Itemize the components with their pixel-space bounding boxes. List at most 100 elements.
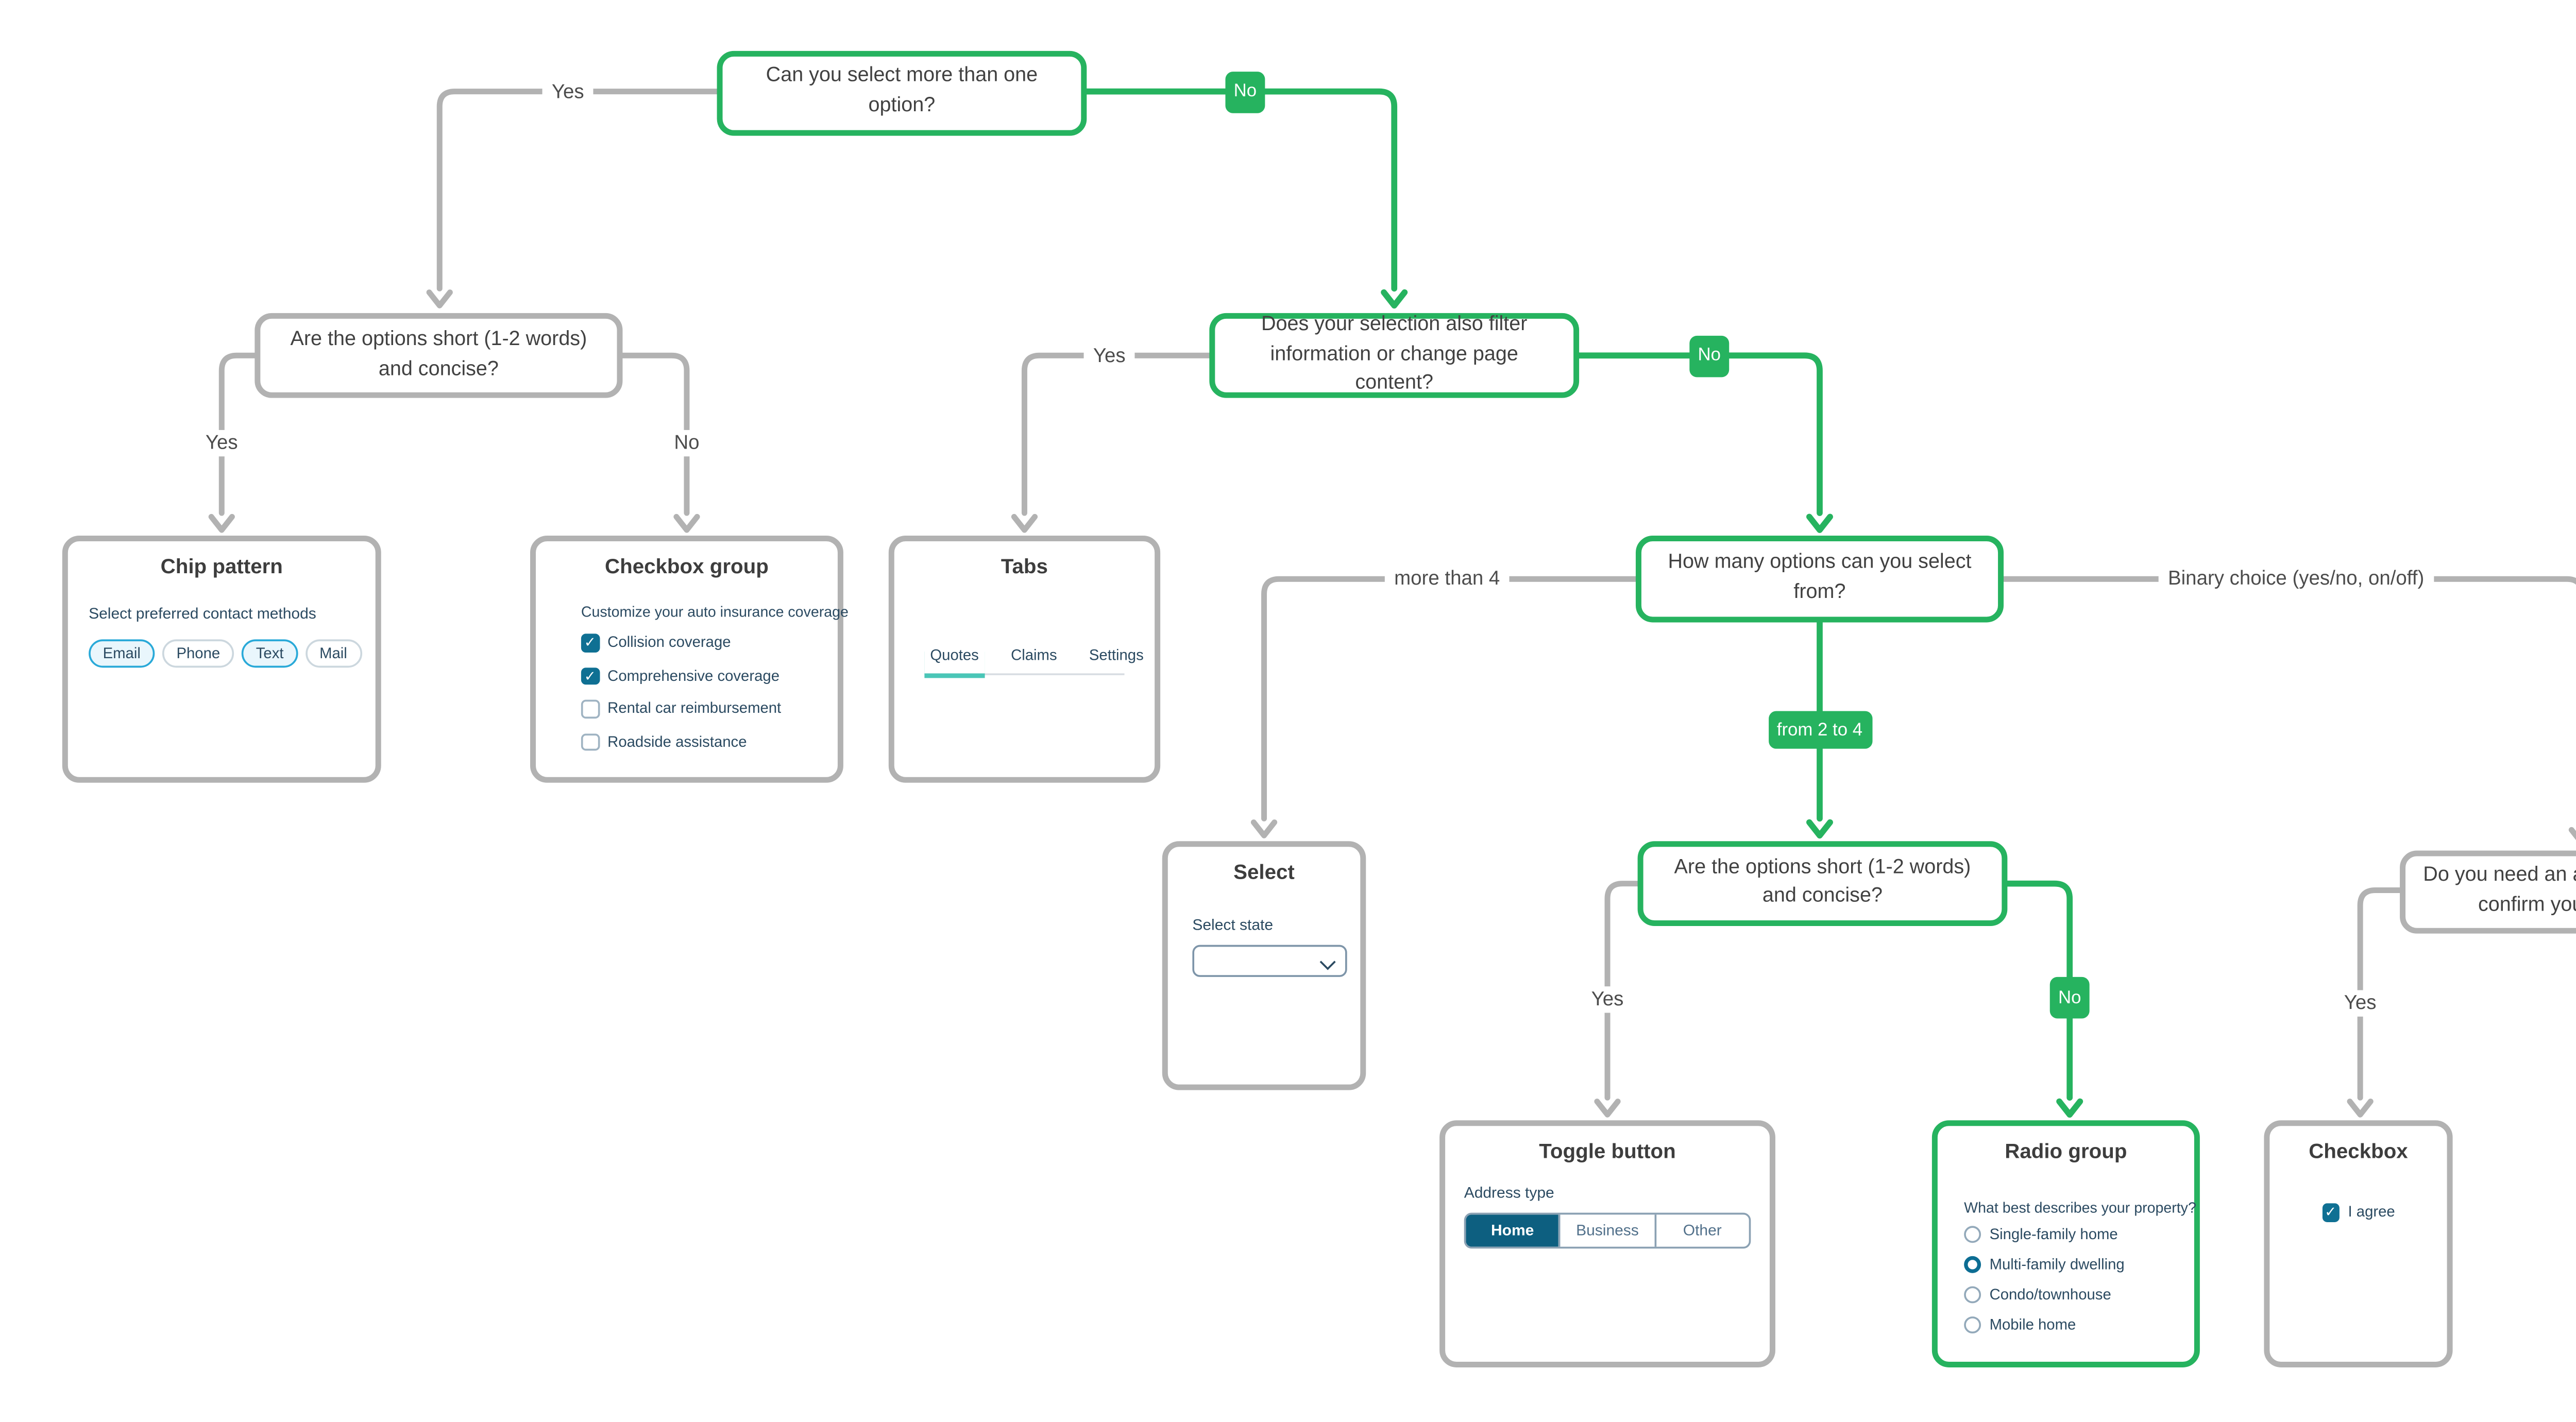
question-text: Are the options short (1-2 words) and co… (1674, 855, 1971, 908)
connector-q2-yes (218, 352, 258, 516)
arrow-q5 (1806, 819, 1833, 839)
tab-bar: Quotes Claims Settings (924, 647, 1144, 675)
question-text: Does your selection also filter informat… (1261, 313, 1528, 395)
checkbox-unchecked-icon (581, 699, 599, 718)
connector-q5-yes (1604, 881, 1641, 1101)
question-options-short-center: Are the options short (1-2 words) and co… (1637, 841, 2008, 926)
radio-option-label: Multi-family dwelling (1989, 1256, 2125, 1273)
connector-q1-yes (436, 89, 720, 292)
question-how-many-options: How many options can you select from? (1635, 536, 2004, 622)
connector-q3-no (1576, 352, 1823, 516)
card-title: Checkbox group (605, 556, 769, 579)
question-text: Are the options short (1-2 words) and co… (290, 328, 587, 380)
tab-quotes[interactable]: Quotes (924, 647, 984, 673)
radio-unselected-icon (1964, 1316, 1981, 1334)
radio-option[interactable]: Multi-family dwelling (1964, 1256, 2194, 1273)
radio-option-label: Condo/townhouse (1989, 1286, 2111, 1304)
connector-q6-yes (2357, 887, 2403, 1101)
checkbox-option[interactable]: ✓ Collision coverage (581, 633, 838, 652)
radio-option[interactable]: Mobile home (1964, 1316, 2194, 1334)
arrow-tabs (1011, 513, 1038, 533)
chip-phone[interactable]: Phone (162, 639, 234, 668)
connector-q4-binary (2001, 576, 2576, 585)
radio-selected-icon (1964, 1256, 1981, 1273)
question-text: How many options can you select from? (1668, 551, 1972, 603)
edge-label-yes: Yes (542, 78, 594, 105)
checkbox-option-label: Roadside assistance (607, 733, 747, 750)
edge-label-more-than-4: more than 4 (1384, 566, 1510, 592)
tab-claims[interactable]: Claims (1011, 647, 1057, 664)
checkbox-option-label: Rental car reimbursement (607, 700, 782, 717)
chip-mail[interactable]: Mail (305, 639, 362, 668)
edge-label-yes: Yes (1083, 342, 1135, 369)
card-checkbox-group: Checkbox group Customize your auto insur… (530, 536, 849, 783)
chip-group-label: Select preferred contact methods (89, 605, 316, 623)
question-confirm-action: Do you need an additional action to conf… (2400, 849, 2576, 933)
edge-label-binary-choice: Binary choice (yes/no, on/off) (2158, 566, 2434, 592)
chip-email[interactable]: Email (89, 639, 155, 668)
card-radio-group: Radio group What best describes your pro… (1931, 1120, 2200, 1367)
checkbox-group-label: Customize your auto insurance coverage (581, 603, 849, 621)
edge-label-yes: Yes (1582, 986, 1633, 1013)
checkbox-option-label: I agree (2348, 1204, 2395, 1221)
question-text: Do you need an additional action to conf… (2423, 863, 2576, 916)
edge-label-yes: Yes (2334, 989, 2386, 1016)
card-toggle-button: Toggle button Address type Home Business… (1439, 1120, 1775, 1367)
radio-option-label: Single-family home (1989, 1226, 2118, 1243)
tab-settings[interactable]: Settings (1089, 647, 1144, 664)
arrow-toggle (1594, 1099, 1621, 1118)
arrow-q6 (2568, 827, 2576, 841)
edge-badge-no: No (1689, 335, 1730, 376)
radio-option[interactable]: Single-family home (1964, 1226, 2194, 1243)
select-input[interactable] (1192, 945, 1347, 976)
connector-q5-no (2004, 880, 2073, 1101)
edge-label-no: No (665, 429, 709, 456)
arrow-checkbox-group (673, 513, 700, 533)
chevron-down-icon (1319, 953, 1334, 968)
radio-unselected-icon (1964, 1226, 1981, 1243)
arrow-q2 (426, 289, 453, 309)
radio-option-label: Mobile home (1989, 1316, 2076, 1334)
card-title: Radio group (2005, 1141, 2127, 1164)
card-tabs: Tabs Quotes Claims Settings (888, 536, 1161, 783)
question-options-short-left: Are the options short (1-2 words) and co… (255, 313, 623, 398)
select-label: Select state (1192, 916, 1274, 934)
card-title: Tabs (1001, 556, 1048, 579)
question-multi-select: Can you select more than one option? (717, 50, 1087, 135)
checkbox-option-label: Collision coverage (607, 634, 731, 652)
segment-other[interactable]: Other (1654, 1214, 1749, 1247)
chip-text[interactable]: Text (242, 639, 298, 668)
radio-unselected-icon (1964, 1286, 1981, 1304)
checkbox-option[interactable]: Rental car reimbursement (581, 699, 838, 718)
card-select: Select Select state (1162, 841, 1366, 1090)
connector-q4-more-than-4 (1261, 576, 1639, 821)
card-title: Chip pattern (160, 556, 283, 579)
segment-business[interactable]: Business (1559, 1214, 1654, 1247)
arrow-q4 (1806, 513, 1833, 533)
checkbox-checked-icon: ✓ (581, 666, 599, 685)
edge-badge-from-2-to-4: from 2 to 4 (1768, 711, 1872, 749)
checkbox-option[interactable]: ✓ Comprehensive coverage (581, 666, 838, 685)
radio-option[interactable]: Condo/townhouse (1964, 1286, 2194, 1304)
card-title: Checkbox (2309, 1141, 2408, 1164)
arrow-chip (208, 513, 235, 533)
checkbox-option[interactable]: Roadside assistance (581, 732, 838, 751)
connector-q1-no (1083, 88, 1398, 292)
checkbox-checked-icon: ✓ (2321, 1203, 2340, 1222)
connector-q2-no (619, 352, 690, 516)
question-text: Can you select more than one option? (766, 64, 1038, 117)
chip-row: Email Phone Text Mail (89, 639, 376, 668)
edge-badge-no: No (2049, 976, 2090, 1019)
checkbox-option-label: Comprehensive coverage (607, 667, 780, 684)
toggle-group-label: Address type (1464, 1184, 1554, 1202)
segment-home[interactable]: Home (1466, 1214, 1560, 1247)
card-title: Select (1233, 862, 1295, 885)
arrow-select (1250, 819, 1278, 838)
card-title: Toggle button (1539, 1141, 1676, 1164)
checkbox-checked-icon: ✓ (581, 633, 599, 652)
edge-label-yes: Yes (196, 429, 247, 456)
checkbox-option[interactable]: ✓ I agree (2269, 1203, 2447, 1222)
card-chip-pattern: Chip pattern Select preferred contact me… (62, 536, 381, 783)
arrow-radio (2056, 1098, 2083, 1118)
